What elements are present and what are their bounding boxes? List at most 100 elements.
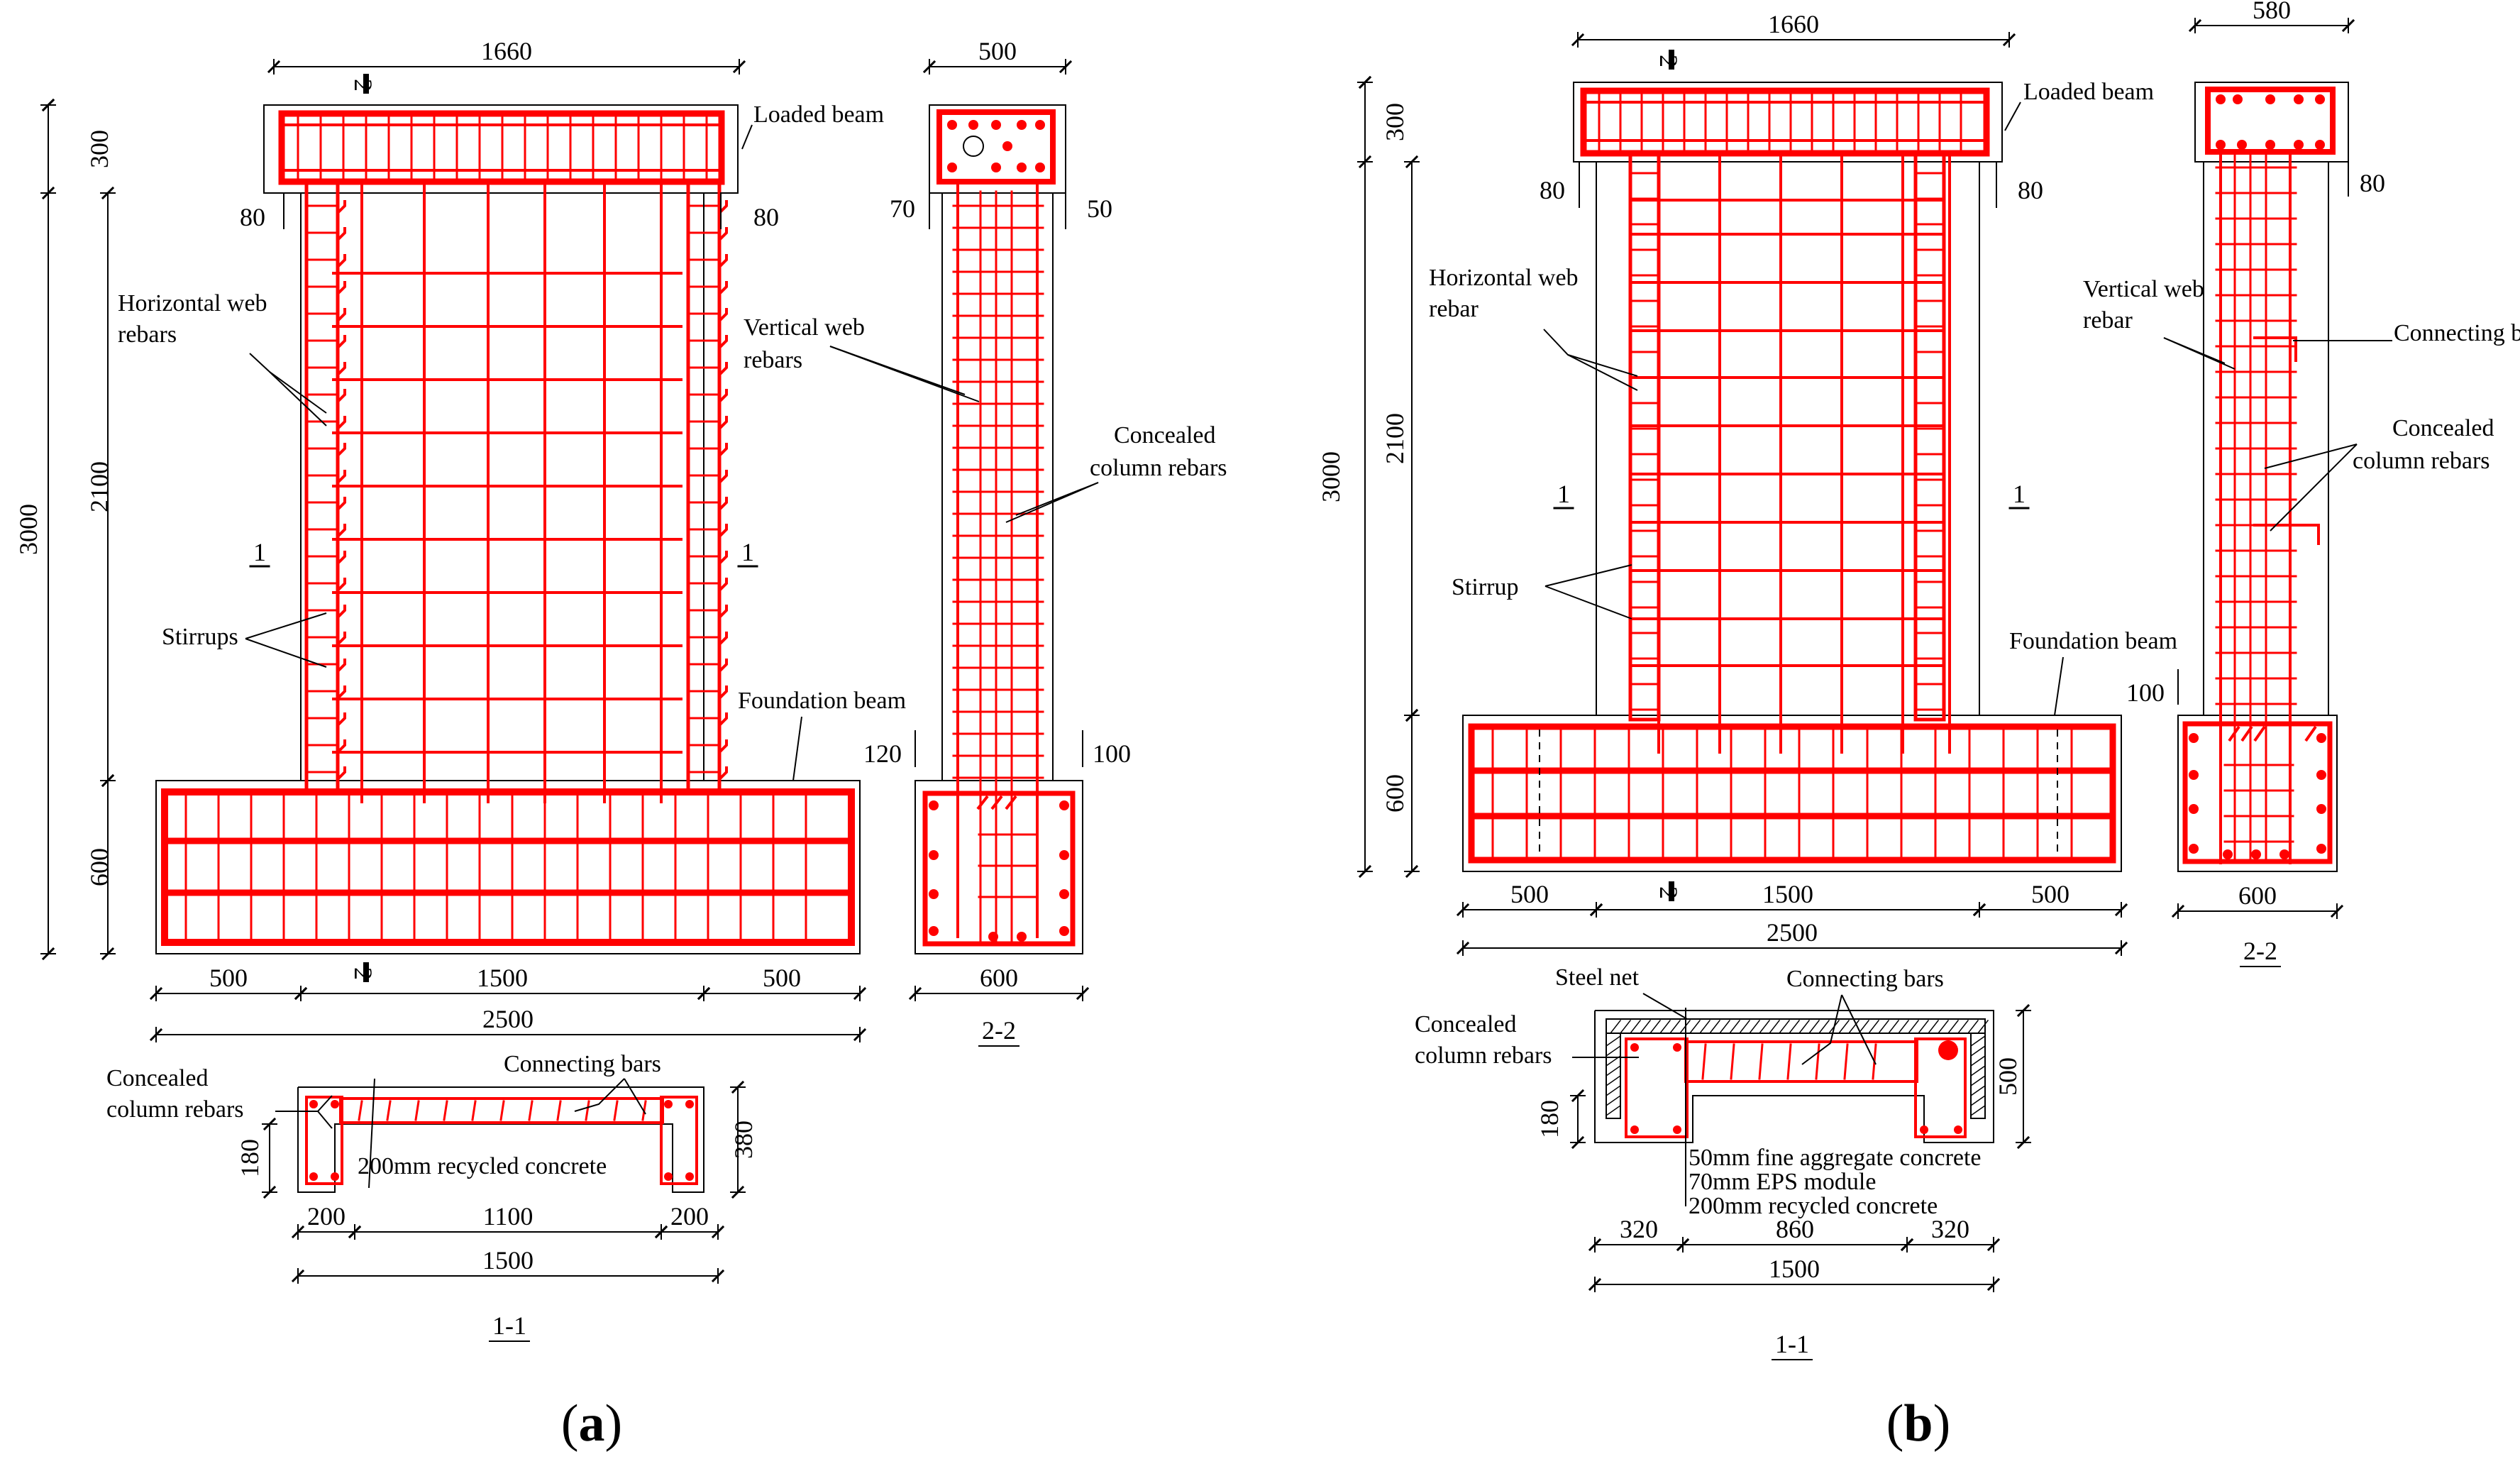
eps-hatch-line: [1969, 1064, 1986, 1077]
eps-hatch-line: [1969, 1094, 1986, 1107]
side-beam-bar: [2265, 94, 2275, 104]
dim-wall-height-value: 2100: [85, 461, 114, 512]
dim-foot-mid: 1500: [294, 964, 711, 1001]
side-foundation-bar: [2223, 849, 2233, 859]
dimension-slash: [1456, 903, 1470, 917]
side-foundation-outline: [2177, 715, 2338, 872]
section-connecting-bar: [585, 1100, 590, 1121]
dimension-slash: [1972, 903, 1986, 917]
dimension-slash: [1405, 155, 1419, 169]
label-concealed-column: Concealed: [1114, 422, 1216, 448]
eps-hatch-line: [1969, 1055, 1986, 1067]
label-vertical-web: Vertical web: [744, 314, 865, 341]
eps-hatch-line: [1818, 1019, 1830, 1035]
side-beam-bar: [1002, 141, 1012, 151]
section-connecting-bar: [556, 1100, 562, 1121]
column-hook: [336, 766, 346, 781]
section-title-2-2: 2-2: [982, 1016, 1016, 1045]
side-beam-bar: [2265, 140, 2275, 150]
side-foundation-bar: [2189, 804, 2199, 814]
side-beam-cage: [2205, 87, 2336, 155]
section-rebar-dot: [1920, 1125, 1928, 1134]
dimension-slash: [1076, 986, 1090, 1001]
side-foundation-bar: [2279, 849, 2289, 859]
dim-beam-height: 300: [40, 98, 114, 200]
dim-side-base-width-value: 600: [980, 964, 1018, 992]
section-rebar-dot: [309, 1172, 318, 1181]
eps-hatch-line: [1947, 1019, 1960, 1035]
dimension-slash: [1986, 1277, 2001, 1292]
side-foundation-hook: [2228, 725, 2240, 742]
column-hook: [336, 416, 346, 430]
column-hook: [718, 659, 728, 673]
dim-foot-total: 2500: [149, 1005, 867, 1042]
concealed-columns: [1628, 150, 1946, 722]
side-connecting-bar: [2253, 524, 2320, 545]
dim-section-depth: 380: [729, 1080, 758, 1199]
foundation-rebars: [161, 788, 855, 946]
dimension-slash: [711, 1225, 725, 1239]
column-hook: [718, 632, 728, 646]
loaded-beam-rebars: [1580, 87, 1990, 157]
column-hook: [336, 227, 346, 241]
label-section-concealed-2: column rebars: [106, 1096, 244, 1123]
leader-section-concrete: [368, 1078, 375, 1189]
dim-foot-left: 500: [149, 964, 308, 1001]
section-column-cage: [1625, 1037, 1689, 1138]
side-foundation-hook: [2253, 725, 2266, 742]
dimension-slash: [732, 60, 746, 74]
side-beam-bar: [2315, 140, 2325, 150]
label-foundation-beam: Foundation beam: [2009, 628, 2177, 654]
eps-hatch-line: [1969, 1084, 1986, 1097]
leader-section-concealed: [317, 1111, 333, 1129]
leader-loaded-beam: [741, 124, 753, 150]
eps-hatch-line: [1887, 1019, 1900, 1035]
eps-hatch-line: [1708, 1019, 1721, 1035]
label-steel-net: Steel net: [1555, 964, 1640, 991]
eps-hatch-line: [1877, 1019, 1890, 1035]
dimension-slash: [2171, 904, 2185, 918]
column-hook: [336, 712, 346, 727]
dim-beam-width: 1660: [267, 37, 746, 75]
dimension-slash: [41, 947, 55, 961]
eps-module-hatch: [1605, 1018, 1989, 1119]
label-loaded-beam: Loaded beam: [2023, 79, 2154, 105]
side-foundation-hook: [2304, 725, 2317, 742]
leader-section-connecting: [574, 1078, 625, 1112]
dimension-slash: [262, 1185, 277, 1199]
eps-hatch-line: [1689, 1019, 1701, 1035]
side-foundation-bar: [929, 926, 939, 936]
section-rebar-dot: [664, 1100, 673, 1108]
leader-horizontal-web: [1567, 354, 1638, 391]
column-hook: [718, 470, 728, 484]
section-connecting-bar: [1843, 1043, 1849, 1080]
leader-vertical-web: [829, 346, 980, 402]
eps-hatch-line: [1867, 1019, 1880, 1035]
dimension-slash: [1571, 1135, 1585, 1150]
dimension-slash: [294, 986, 308, 1001]
leader-section-connecting: [1841, 994, 1877, 1065]
section-rebar-dot: [1954, 1125, 1962, 1134]
dim-section-total-value: 1500: [1769, 1255, 1820, 1283]
side-foundation-bar: [2189, 770, 2199, 780]
dim-total-height-value: 3000: [14, 504, 43, 555]
dimension-slash: [101, 773, 115, 788]
column-hook: [718, 281, 728, 295]
column-hook: [336, 254, 346, 268]
eps-hatch-line: [1969, 1104, 1986, 1117]
section-connecting-bar: [1786, 1043, 1792, 1080]
label-stirrup: Stirrup: [1452, 574, 1518, 600]
dim-section-depth-value: 380: [729, 1121, 758, 1159]
eps-hatch-line: [1957, 1019, 1969, 1035]
leader-loaded-beam: [2004, 101, 2021, 131]
dim-foot-mid: 1500: [1589, 880, 1986, 918]
caption-open: (: [1886, 1394, 1904, 1453]
dim-edge-left-value: 80: [240, 203, 265, 231]
section-connecting-bar: [1701, 1043, 1707, 1080]
column-hook: [718, 524, 728, 538]
eps-hatch-line: [1605, 1074, 1622, 1087]
dim-foot-mid-value: 1500: [1762, 880, 1813, 908]
section-rebar-dot: [1673, 1043, 1681, 1052]
